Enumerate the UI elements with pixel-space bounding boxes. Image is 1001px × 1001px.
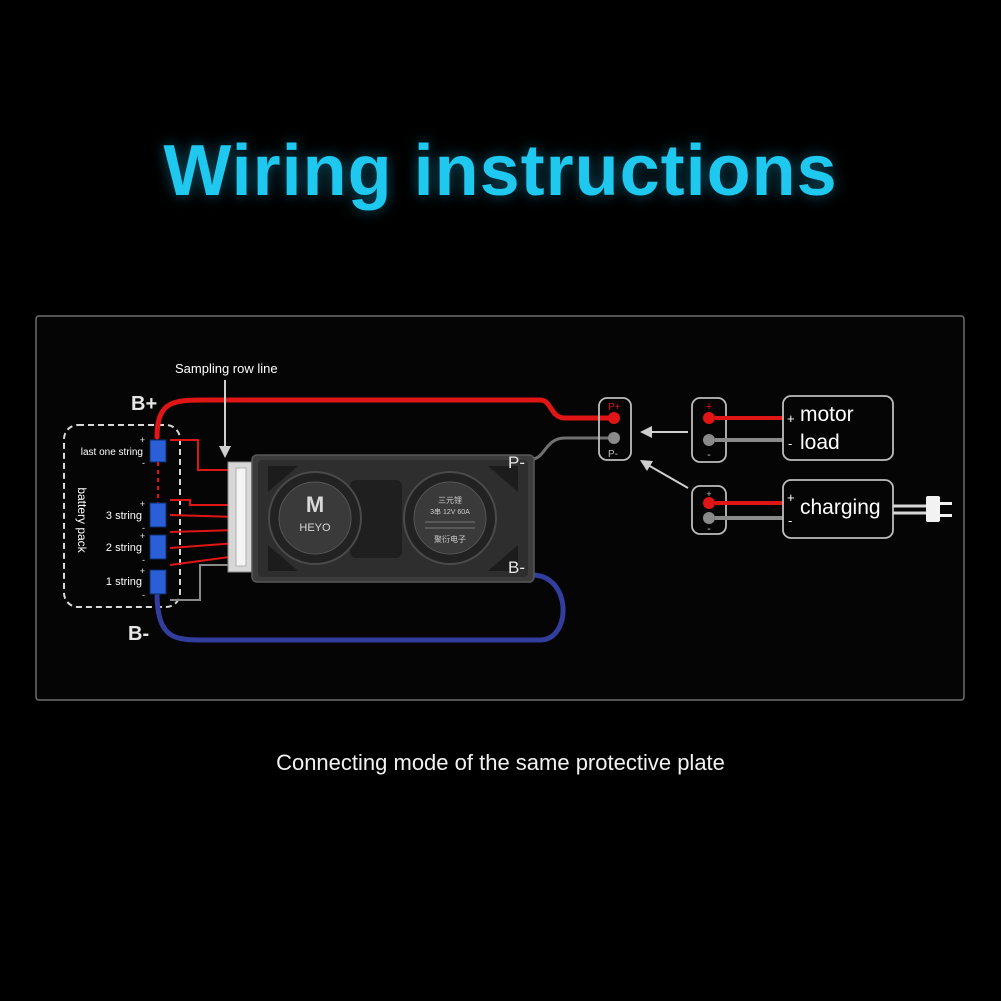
p-minus-wire (531, 436, 614, 461)
motor-load-box: + - motor load (782, 395, 894, 461)
spec-rating: 3串 12V 60A (430, 508, 470, 516)
cell-label: last one string (81, 447, 143, 458)
output-port: P+ P- (598, 397, 632, 461)
charge-arrow (647, 464, 689, 489)
diagram-caption: Connecting mode of the same protective p… (276, 750, 725, 775)
board-p-minus-label: P- (508, 453, 525, 472)
cell-label: 2 string (106, 542, 142, 554)
b-minus-left-label: B- (128, 623, 149, 645)
sampling-wires (169, 439, 238, 601)
charge-connector: + - (691, 485, 727, 535)
load-plus-sign: + (787, 411, 795, 426)
positive-main-wire (154, 397, 617, 440)
brand-name: HEYO (299, 522, 331, 534)
load-connector: + - (691, 397, 727, 463)
sampling-arrowhead (219, 446, 231, 458)
charging-box: + - charging (782, 479, 894, 539)
b-plus-label: B+ (131, 393, 157, 415)
charge-connector-plus: + (706, 489, 711, 499)
cell-plus-sign: + (140, 435, 145, 445)
cell-label: 3 string (106, 510, 142, 522)
charge-connector-minus: - (707, 523, 711, 535)
battery-pack-label: battery pack (75, 487, 89, 553)
battery-cell: + - 2 string (106, 531, 167, 565)
load-line2: load (800, 431, 840, 454)
cell-minus-sign: - (142, 590, 145, 600)
charging-label: charging (800, 496, 881, 519)
cell-label: 1 string (106, 576, 142, 588)
page-title: Wiring instructions (163, 131, 838, 211)
cell-minus-sign: - (142, 555, 145, 565)
cell-plus-sign: + (140, 499, 145, 509)
sampling-row-label: Sampling row line (175, 361, 278, 376)
charge-arrowhead (640, 460, 653, 471)
charge-minus-sign: - (788, 513, 792, 528)
bms-board: M HEYO 三元锂 3串 12V 60A 聚衍电子 P- B- (227, 453, 535, 583)
load-minus-sign: - (788, 436, 792, 451)
cell-minus-sign: - (142, 523, 145, 533)
battery-pack-outline (63, 424, 181, 608)
load-connector-minus: - (707, 449, 711, 461)
maker-name: 聚衍电子 (434, 534, 466, 544)
cell-minus-sign: - (142, 458, 145, 468)
p-minus-terminal (608, 432, 620, 444)
negative-main-wire (154, 572, 566, 643)
load-line1: motor (800, 403, 854, 426)
port-p-minus-label: P- (608, 449, 618, 460)
board-b-minus-label: B- (508, 558, 525, 577)
brand-logo: M (306, 492, 324, 517)
cell-plus-sign: + (140, 531, 145, 541)
port-p-plus-label: P+ (608, 402, 621, 413)
spec-chemistry: 三元锂 (438, 495, 462, 505)
p-plus-terminal (608, 412, 620, 424)
battery-cell: + - 3 string (106, 499, 167, 533)
charge-plus-sign: + (787, 490, 795, 505)
cell-plus-sign: + (140, 566, 145, 576)
power-plug-icon (893, 496, 952, 522)
battery-cell: + - 1 string (106, 566, 167, 600)
load-connector-plus: + (706, 401, 712, 413)
load-arrowhead (640, 426, 652, 438)
